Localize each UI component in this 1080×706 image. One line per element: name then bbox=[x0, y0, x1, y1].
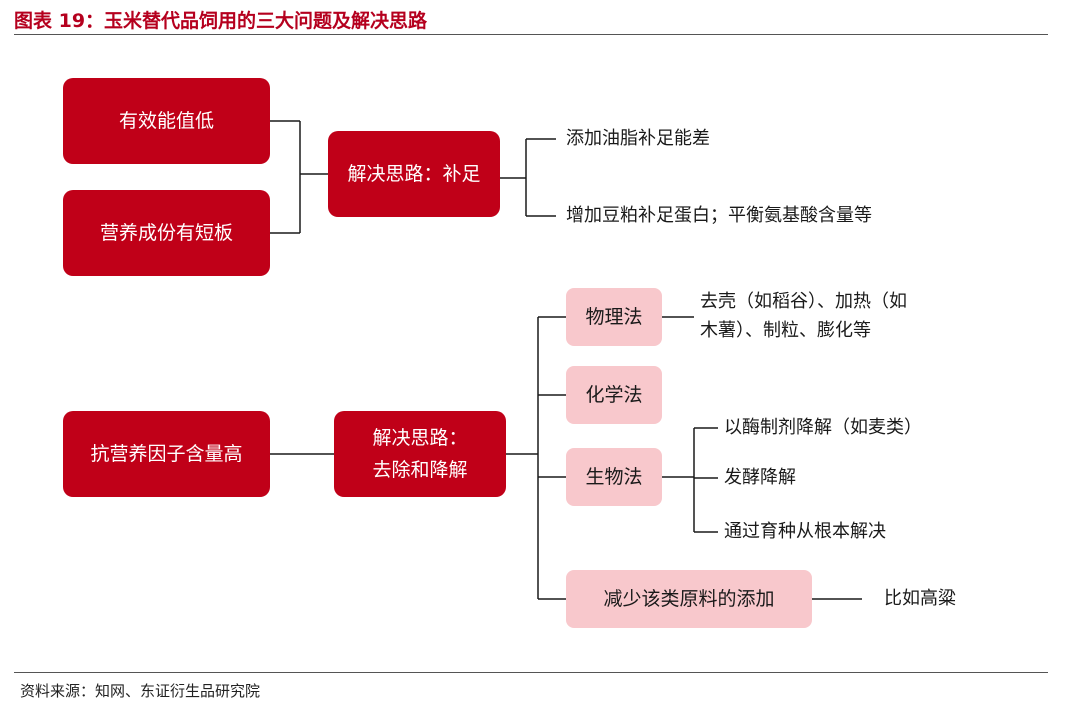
footer-rule bbox=[14, 672, 1048, 673]
biological-detail-fermentation: 发酵降解 bbox=[724, 467, 796, 488]
method-label: 化学法 bbox=[585, 384, 643, 406]
source-note: 资料来源：知网、东证衍生品研究院 bbox=[20, 682, 261, 700]
solution-supplement: 解决思路：补足 bbox=[328, 131, 500, 217]
solution-label-line2: 去除和降解 bbox=[372, 459, 468, 481]
method-biological: 生物法 bbox=[566, 448, 662, 506]
figure-title: 图表 19：玉米替代品饲用的三大问题及解决思路 bbox=[14, 10, 428, 32]
supplement-item-oil: 添加油脂补足能差 bbox=[566, 128, 710, 149]
method-physical: 物理法 bbox=[566, 288, 662, 346]
method-label: 物理法 bbox=[585, 306, 643, 328]
solution-remove-degrade: 解决思路： 去除和降解 bbox=[334, 411, 506, 497]
problem-label: 营养成份有短板 bbox=[99, 222, 233, 244]
reduce-detail-sorghum: 比如高粱 bbox=[884, 588, 956, 609]
title-rule bbox=[14, 34, 1048, 35]
method-label: 生物法 bbox=[585, 466, 643, 488]
biological-detail-breeding: 通过育种从根本解决 bbox=[724, 521, 886, 542]
supplement-item-soymeal: 增加豆粕补足蛋白；平衡氨基酸含量等 bbox=[566, 205, 872, 226]
problem-low-energy: 有效能值低 bbox=[63, 78, 270, 164]
method-chemical: 化学法 bbox=[566, 366, 662, 424]
method-label: 减少该类原料的添加 bbox=[603, 588, 775, 610]
biological-detail-enzyme: 以酶制剂降解（如麦类） bbox=[724, 417, 922, 438]
method-reduce-addition: 减少该类原料的添加 bbox=[566, 570, 812, 628]
solution-label-line1: 解决思路： bbox=[372, 427, 468, 449]
problem-antinutritional-factors: 抗营养因子含量高 bbox=[63, 411, 270, 497]
problem-label: 有效能值低 bbox=[118, 110, 214, 132]
physical-detail-line1: 去壳（如稻谷）、加热（如 bbox=[700, 291, 907, 312]
physical-detail-line2: 木薯）、制粒、膨化等 bbox=[700, 320, 871, 341]
solution-label: 解决思路：补足 bbox=[347, 163, 481, 185]
problem-nutrient-shortfall: 营养成份有短板 bbox=[63, 190, 270, 276]
problem-label: 抗营养因子含量高 bbox=[90, 443, 243, 465]
